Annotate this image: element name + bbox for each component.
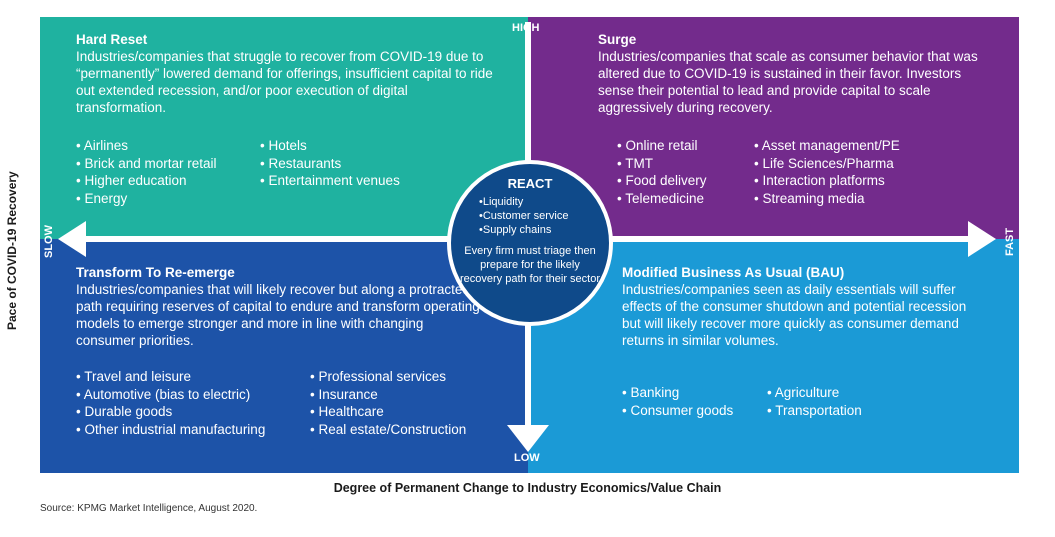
bau-list-2: Agriculture Transportation bbox=[767, 384, 862, 419]
surge-text: Surge Industries/companies that scale as… bbox=[598, 31, 993, 116]
hard-reset-list-2: Hotels Restaurants Entertainment venues bbox=[260, 137, 400, 190]
surge-title: Surge bbox=[598, 32, 637, 47]
transform-title: Transform To Re-emerge bbox=[76, 265, 235, 280]
list-item: Real estate/Construction bbox=[310, 421, 466, 439]
bau-quadrant bbox=[528, 239, 1019, 473]
list-item: Brick and mortar retail bbox=[76, 155, 216, 173]
transform-list-1: Travel and leisure Automotive (bias to e… bbox=[76, 368, 266, 439]
list-item: Agriculture bbox=[767, 384, 862, 402]
surge-description: Industries/companies that scale as consu… bbox=[598, 49, 978, 115]
list-item: Interaction platforms bbox=[754, 172, 900, 190]
bau-description: Industries/companies seen as daily essen… bbox=[622, 282, 967, 348]
list-item: Online retail bbox=[617, 137, 707, 155]
react-circle: REACT Liquidity Customer service Supply … bbox=[447, 160, 613, 326]
react-note: Every firm must triage then prepare for … bbox=[459, 245, 600, 285]
list-item: Other industrial manufacturing bbox=[76, 421, 265, 439]
axis-slow-label: SLOW bbox=[43, 225, 55, 258]
transform-text: Transform To Re-emerge Industries/compan… bbox=[76, 264, 481, 349]
list-item: Automotive (bias to electric) bbox=[76, 386, 265, 404]
source-note: Source: KPMG Market Intelligence, August… bbox=[40, 503, 258, 514]
hard-reset-text: Hard Reset Industries/companies that str… bbox=[76, 31, 496, 116]
axis-fast-label: FAST bbox=[1004, 227, 1016, 256]
transform-description: Industries/companies that will likely re… bbox=[76, 282, 480, 348]
list-item: Energy bbox=[76, 190, 217, 208]
surge-list-2: Asset management/PE Life Sciences/Pharma… bbox=[754, 137, 900, 207]
axis-high-label: HIGH bbox=[512, 22, 540, 34]
list-item: Durable goods bbox=[76, 403, 265, 421]
down-arrow-icon bbox=[507, 425, 549, 452]
list-item: Banking bbox=[622, 384, 733, 402]
right-arrow-icon bbox=[968, 221, 996, 257]
list-item: Restaurants bbox=[260, 155, 400, 173]
list-item: Hotels bbox=[260, 137, 400, 155]
list-item: Transportation bbox=[767, 402, 862, 420]
list-item: Telemedicine bbox=[617, 190, 707, 208]
react-item: Supply chains bbox=[479, 223, 568, 237]
list-item: Higher education bbox=[76, 172, 217, 190]
list-item: Consumer goods bbox=[622, 402, 733, 420]
react-item: Customer service bbox=[479, 209, 569, 223]
react-list: Liquidity Customer service Supply chains bbox=[479, 195, 569, 237]
list-item: Entertainment venues bbox=[260, 172, 399, 190]
y-axis-title: Pace of COVID-19 Recovery bbox=[5, 171, 19, 330]
list-item: Professional services bbox=[310, 368, 466, 386]
list-item: Airlines bbox=[76, 137, 217, 155]
list-item: Life Sciences/Pharma bbox=[754, 155, 900, 173]
bau-text: Modified Business As Usual (BAU) Industr… bbox=[622, 264, 982, 349]
list-item: Streaming media bbox=[754, 190, 900, 208]
bau-list-1: Banking Consumer goods bbox=[622, 384, 733, 419]
surge-list-1: Online retail TMT Food delivery Telemedi… bbox=[617, 137, 707, 208]
bau-title: Modified Business As Usual (BAU) bbox=[622, 265, 845, 280]
list-item: Healthcare bbox=[310, 403, 466, 421]
axis-low-label: LOW bbox=[514, 452, 540, 464]
list-item: TMT bbox=[617, 155, 707, 173]
list-item: Food delivery bbox=[617, 172, 706, 190]
react-item: Liquidity bbox=[479, 195, 568, 209]
list-item: Travel and leisure bbox=[76, 368, 265, 386]
hard-reset-description: Industries/companies that struggle to re… bbox=[76, 49, 493, 115]
transform-list-2: Professional services Insurance Healthca… bbox=[310, 368, 466, 438]
hard-reset-list-1: Airlines Brick and mortar retail Higher … bbox=[76, 137, 217, 207]
left-arrow-icon bbox=[58, 221, 86, 257]
react-title: REACT bbox=[507, 176, 553, 191]
x-axis-title: Degree of Permanent Change to Industry E… bbox=[333, 481, 722, 495]
hard-reset-title: Hard Reset bbox=[76, 32, 148, 47]
list-item: Insurance bbox=[310, 386, 466, 404]
list-item: Asset management/PE bbox=[754, 137, 900, 155]
